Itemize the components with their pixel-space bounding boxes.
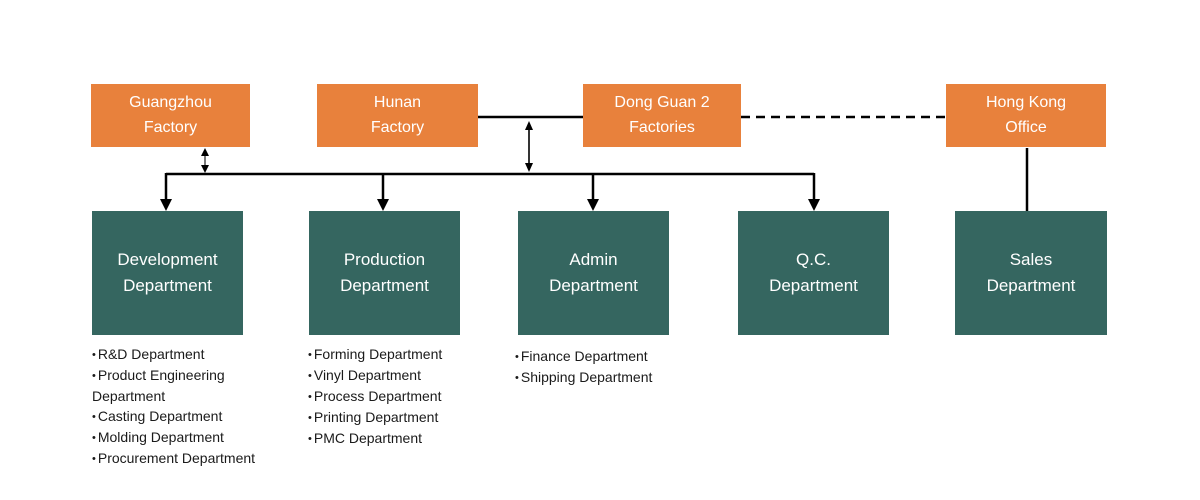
sub-department-item: Casting Department: [92, 406, 288, 427]
office-box-dongguan-factories: Dong Guan 2 Factories: [583, 84, 741, 147]
sub-department-item: Forming Department: [308, 344, 508, 365]
bus-arrow-admin: [587, 173, 599, 211]
sub-department-item: Product Engineering Department: [92, 365, 288, 406]
bus-arrow-development: [160, 173, 172, 211]
sublist-admin: Finance DepartmentShipping Department: [515, 346, 715, 388]
bus-arrow-qc: [808, 173, 820, 211]
office-box-hongkong-office: Hong Kong Office: [946, 84, 1106, 147]
sub-department-item: Shipping Department: [515, 367, 715, 388]
sub-department-item: Vinyl Department: [308, 365, 508, 386]
double-arrow-link-bus: [525, 121, 533, 172]
sublist-production: Forming DepartmentVinyl DepartmentProces…: [308, 344, 508, 449]
bus-arrow-production: [377, 173, 389, 211]
double-arrow-guangzhou-bus: [201, 148, 209, 173]
office-box-guangzhou-factory: Guangzhou Factory: [91, 84, 250, 147]
department-box-admin: Admin Department: [518, 211, 669, 335]
sub-department-item: Finance Department: [515, 346, 715, 367]
sub-department-item: R&D Department: [92, 344, 288, 365]
sub-department-item: Procurement Department: [92, 448, 288, 469]
department-box-sales: Sales Department: [955, 211, 1107, 335]
sub-department-item: Printing Department: [308, 407, 508, 428]
department-box-qc: Q.C. Department: [738, 211, 889, 335]
department-box-production: Production Department: [309, 211, 460, 335]
sub-department-item: Molding Department: [92, 427, 288, 448]
department-box-development: Development Department: [92, 211, 243, 335]
sub-department-item: PMC Department: [308, 428, 508, 449]
office-box-hunan-factory: Hunan Factory: [317, 84, 478, 147]
sub-department-item: Process Department: [308, 386, 508, 407]
